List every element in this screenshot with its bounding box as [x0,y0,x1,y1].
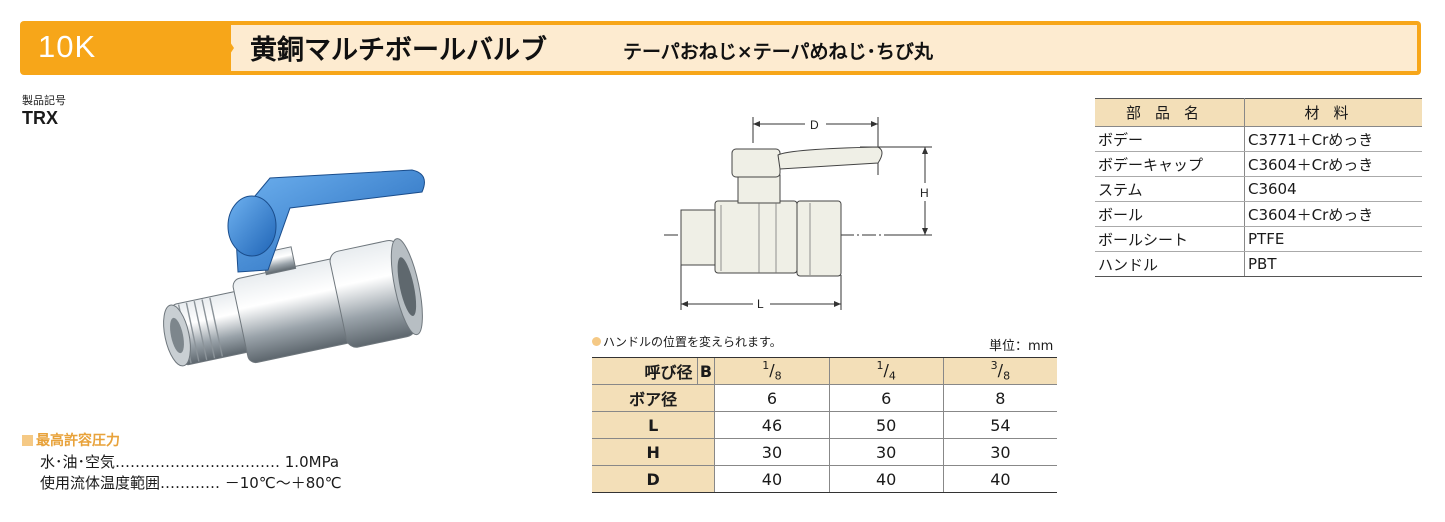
row-label: ボア径 [592,384,715,412]
table-cell: 40 [714,465,830,493]
table-cell: 40 [828,465,944,493]
dim-label-d: D [810,118,819,132]
part-material: PTFE [1244,226,1422,252]
series-label: 10K [38,29,97,64]
part-name: ボデーキャップ [1095,151,1245,177]
table-cell: 30 [714,438,830,466]
product-code-label: 製品記号 [22,94,66,107]
product-code: TRX [22,108,58,128]
header-nominal-size: 呼び径 [592,357,697,385]
part-name: ハンドル [1095,251,1245,277]
dim-label-l: L [757,297,764,311]
header-b: B [696,357,715,385]
square-bullet-icon [22,435,33,446]
header-title-area [231,25,1417,71]
table-cell: 46 [714,411,830,439]
table-row: ボール C3604＋Crめっき [1095,201,1422,227]
pressure-title-text: 最高許容圧力 [36,433,120,449]
part-name: ボール [1095,201,1245,227]
size-cell: 3/8 [942,357,1057,385]
table-cell: 50 [828,411,944,439]
table-row: ボールシート PTFE [1095,226,1422,252]
table-row: H 30 30 30 [592,438,1057,466]
table-row: ステム C3604 [1095,176,1422,202]
pressure-line-1: 水･油･空気…………………………… 1.0MPa [40,453,340,471]
chevron-icon [216,21,234,75]
page-subtitle: テーパおねじ×テーパめねじ･ちび丸 [623,41,934,63]
size-cell: 1/8 [714,357,830,385]
pressure-title: 最高許容圧力 [22,430,120,450]
dim-label-h: H [920,186,929,200]
header-part-name: 部品名 [1095,98,1245,127]
table-cell: 30 [942,438,1057,466]
part-material: C3604＋Crめっき [1244,201,1422,227]
materials-header-row: 部品名 材料 [1095,98,1422,127]
part-material: C3771＋Crめっき [1244,126,1422,152]
table-cell: 30 [828,438,944,466]
table-row: D 40 40 40 [592,465,1057,493]
table-row: ボデーキャップ C3604＋Crめっき [1095,151,1422,177]
unit-label: 単位：mm [989,339,1054,354]
dimension-drawing: D H L [664,117,932,311]
table-row: ハンドル PBT [1095,251,1422,277]
table-cell: 40 [942,465,1057,493]
row-label: H [592,438,715,466]
table-cell: 6 [714,384,830,412]
part-material: C3604＋Crめっき [1244,151,1422,177]
product-photo [163,169,425,367]
table-cell: 54 [942,411,1057,439]
table-row: ボア径 6 6 8 [592,384,1057,412]
spec-table: 呼び径 B 1/8 1/4 3/8 ボア径 6 6 8 L 46 50 54 H… [592,357,1057,493]
row-label: L [592,411,715,439]
part-material: PBT [1244,251,1422,277]
row-label: D [592,465,715,493]
table-cell: 6 [828,384,944,412]
header-bar: 10K [20,21,1421,75]
table-row: L 46 50 54 [592,411,1057,439]
materials-table: 部品名 材料 ボデー C3771＋Crめっき ボデーキャップ C3604＋Crめ… [1095,98,1422,277]
part-name: ボデー [1095,126,1245,152]
handle-note: ハンドルの位置を変えられます。 [592,333,782,350]
part-name: ステム [1095,176,1245,202]
spec-header-row: 呼び径 B 1/8 1/4 3/8 [592,357,1057,385]
pressure-line-2: 使用流体温度範囲………… －10℃～＋80℃ [40,474,342,492]
page-title: 黄銅マルチボールバルブ [250,35,547,66]
round-bullet-icon [592,337,601,346]
table-cell: 8 [942,384,1057,412]
table-row: ボデー C3771＋Crめっき [1095,126,1422,152]
part-material: C3604 [1244,176,1422,202]
size-cell: 1/4 [828,357,944,385]
header-material: 材料 [1244,98,1422,127]
handle-note-text: ハンドルの位置を変えられます。 [603,335,782,349]
part-name: ボールシート [1095,226,1245,252]
